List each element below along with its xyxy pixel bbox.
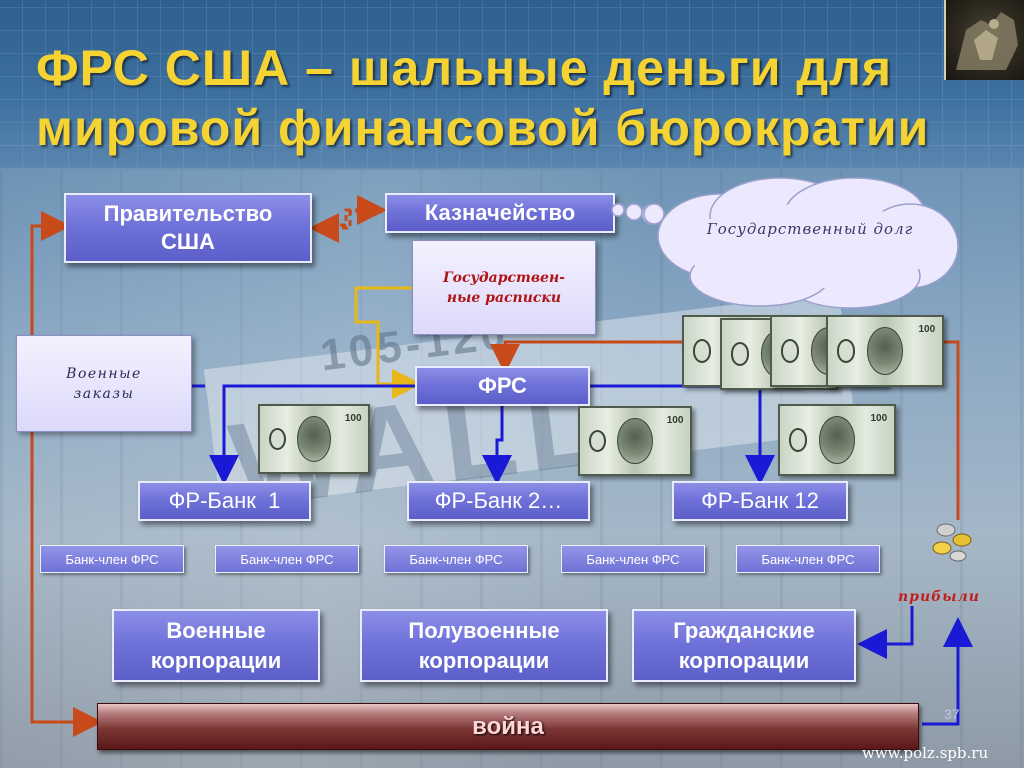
dollar-bill: 100 — [258, 404, 370, 474]
member-bank-label: Банк-член ФРС — [409, 551, 503, 567]
eagle-statue-image — [944, 0, 1024, 80]
member-bank-box[interactable]: Банк-член ФРС — [384, 545, 528, 573]
header-background — [0, 0, 1024, 168]
fed-bank-1-label: ФР-Банк 1 — [168, 488, 281, 513]
dollar-bill: 100 — [778, 404, 896, 476]
thought-bubbles — [611, 203, 665, 225]
member-bank-label: Банк-член ФРС — [586, 551, 680, 567]
arrow-notes-to-fed — [354, 286, 422, 399]
slide-title: ФРС США – шальные деньги для мировой фин… — [36, 40, 930, 156]
military-orders-scroll: Военные заказы — [16, 335, 192, 432]
arrow-war-to-government — [30, 211, 97, 724]
fed-box[interactable]: ФРС — [415, 366, 590, 406]
page-number: 37 — [944, 706, 960, 722]
arrow-fed-to-bank-2 — [482, 406, 512, 485]
semi-military-corporations-box[interactable]: Полувоенные корпорации — [360, 609, 608, 682]
arrow-fed-to-bank-1 — [209, 384, 415, 485]
fed-bank-1-box[interactable]: ФР-Банк 1 — [138, 481, 311, 521]
treasury-label: Казначейство — [424, 200, 576, 225]
debt-label: Государственный долг — [706, 220, 914, 238]
member-bank-label: Банк-член ФРС — [65, 551, 159, 567]
header-grid-pattern — [0, 0, 1024, 168]
eagle-icon — [956, 12, 1018, 70]
military-orders-label: Военные заказы — [66, 365, 142, 402]
treasury-box[interactable]: Казначейство — [385, 193, 615, 233]
member-bank-box[interactable]: Банк-член ФРС — [736, 545, 880, 573]
footer-url[interactable]: www.polz.spb.ru — [862, 744, 989, 762]
fed-bank-2-box[interactable]: ФР-Банк 2… — [407, 481, 590, 521]
civil-corporations-label: Гражданские корпорации — [673, 617, 815, 673]
civil-corporations-box[interactable]: Гражданские корпорации — [632, 609, 856, 682]
profits-label: прибыли — [898, 589, 980, 605]
arrow-war-to-profits — [922, 617, 973, 726]
war-bar[interactable]: война — [97, 703, 919, 750]
military-corporations-label: Военные корпорации — [150, 617, 282, 673]
member-bank-box[interactable]: Банк-член ФРС — [215, 545, 359, 573]
semi-military-corporations-label: Полувоенные корпорации — [408, 617, 560, 673]
promissory-notes-scroll: Государствен-ные расписки — [412, 240, 596, 335]
fed-bank-2-label: ФР-Банк 2… — [434, 488, 563, 513]
fed-bank-12-label: ФР-Банк 12 — [701, 488, 819, 513]
debt-cloud — [611, 177, 959, 309]
member-bank-box[interactable]: Банк-член ФРС — [40, 545, 184, 573]
fed-bank-12-box[interactable]: ФР-Банк 12 — [672, 481, 848, 521]
war-label: война — [472, 712, 544, 740]
promissory-notes-label: Государствен-ные расписки — [443, 269, 565, 306]
coins-icon — [932, 523, 972, 562]
government-label: Правительство США — [103, 201, 273, 254]
fed-label: ФРС — [478, 373, 527, 398]
member-bank-label: Банк-член ФРС — [761, 551, 855, 567]
arrow-treasury-government — [309, 210, 382, 243]
member-bank-box[interactable]: Банк-член ФРС — [561, 545, 705, 573]
dollar-bill: 100 — [826, 315, 944, 387]
government-box[interactable]: Правительство США — [64, 193, 312, 263]
dollar-bill: 100 — [578, 406, 692, 476]
military-corporations-box[interactable]: Военные корпорации — [112, 609, 320, 682]
arrow-profits-to-civil — [857, 606, 914, 659]
member-bank-label: Банк-член ФРС — [240, 551, 334, 567]
arrow-government-treasury — [340, 195, 387, 227]
